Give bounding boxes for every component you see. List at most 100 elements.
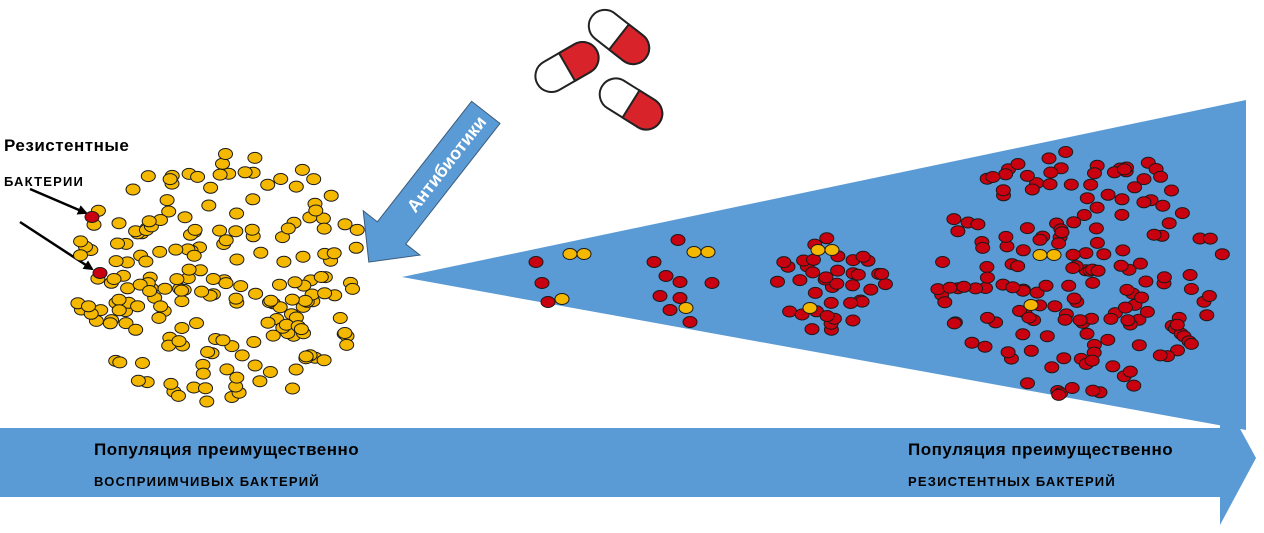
left-caption-line1: Популяция преимущественно [94,440,360,459]
resistant-bacterium [1010,260,1026,273]
susceptible-bacterium [112,356,128,369]
resistant-bacterium [1015,328,1031,341]
resistant-bacterium [1051,237,1067,250]
susceptible-bacterium [285,382,300,395]
resistant-bacterium [704,277,720,289]
resistant-bacterium [1042,178,1058,191]
susceptible-bacterium [203,181,219,194]
resistant-bacterium [776,256,792,269]
resistant-bacterium [1127,181,1143,194]
susceptible-bacterium [284,293,300,306]
susceptible-bacterium [142,285,158,297]
susceptible-bacterium [130,300,146,313]
susceptible-bacterium [152,245,168,258]
resistant-bacterium [964,336,980,349]
susceptible-bacterium [186,249,202,262]
resistant-bacterium [1131,339,1147,352]
susceptible-bacterium [316,354,332,367]
resistant-bacterium [646,256,662,268]
resistant-bacterium [1161,217,1177,230]
susceptible-bacterium [1032,249,1048,261]
resistant-bacterium [1065,262,1081,274]
susceptible-bacterium [205,273,221,285]
resistant-bacterium [1057,313,1073,326]
susceptible-bacterium [263,294,279,307]
resistant-bacterium [1119,283,1135,296]
susceptible-bacterium [199,395,215,408]
timeline-arrow [0,392,1256,525]
resistant-bacterium [1085,276,1101,289]
susceptible-bacterium [212,224,228,237]
susceptible-bacterium [177,211,193,224]
resistant-bacterium [1117,301,1133,314]
susceptible-bacterium [280,222,296,235]
susceptible-bacterium [308,204,324,217]
susceptible-bacterium [265,329,281,342]
resistant-bacterium [1155,199,1171,212]
resistant-bacterium [979,261,995,273]
susceptible-bacterium [187,223,203,236]
resistant-bacterium [1056,352,1072,365]
resistant-bacterium [1047,300,1063,313]
resistant-bacterium [1182,269,1198,281]
susceptible-bacterium [201,199,217,212]
pill-icon [587,8,651,66]
susceptible-bacterium [190,170,206,183]
susceptible-bacterium [678,302,694,314]
susceptible-bacterium [332,312,348,324]
susceptible-bacterium [212,168,228,181]
susceptible-bacterium [168,243,184,256]
resistant-bacterium [1066,292,1082,305]
resistant-bacterium [935,256,951,268]
resistant-bacterium [1019,222,1035,235]
resistant-bacterium [1072,314,1088,327]
resistant-bacterium [1005,281,1021,294]
susceptible-bacterium [237,166,253,179]
pill-icon [598,77,664,131]
resistant-bacterium [1088,222,1104,235]
susceptible-bacterium [1046,249,1062,261]
susceptible-bacterium [181,263,197,276]
resistant-bacterium [1113,259,1129,272]
susceptible-bacterium [81,300,96,313]
resistant-bacterium [1122,365,1138,378]
left-caption-line2: восприимчивых бактерий [94,474,320,489]
susceptible-bacterium [159,194,175,207]
susceptible-bacterium [125,183,141,196]
susceptible-bacterium [348,241,364,254]
susceptible-bacterium [171,335,187,348]
susceptible-bacterium [174,322,190,334]
resistant-bacterium [874,268,890,280]
resistant-bacterium [1183,283,1199,295]
susceptible-bacterium [218,148,233,160]
resistant-bacterium [1061,279,1077,292]
resistant-bacterium [1079,192,1095,205]
susceptible-bacterium [229,371,245,384]
susceptible-bacterium [294,163,310,176]
resistant-bacterium [1139,305,1155,318]
resistant-bacterium [1156,271,1172,284]
susceptible-bacterium [260,316,276,329]
resistant-bacterium [1078,247,1094,260]
susceptible-bacterium [824,244,840,256]
resistant-bacterium [1079,327,1095,340]
susceptible-bacterium [323,189,339,202]
susceptible-bacterium [118,317,134,330]
susceptible-bacterium [111,304,127,317]
resistant-bacterium [818,271,834,284]
resistant-bacterium [672,292,688,304]
resistant-bacterium [1000,346,1016,359]
resistant-bacterium [658,270,674,282]
resistant-bacterium [998,168,1014,181]
resistant-bacterium [1089,236,1105,249]
pointer-arrow [29,187,88,215]
resistant-bacterium [1103,312,1119,325]
resistant-bacterium [805,266,821,279]
susceptible-bacterium [110,237,125,250]
susceptible-bacterium [135,357,150,369]
susceptible-bacterium [233,280,249,293]
susceptible-bacterium [111,293,127,306]
resistant-bacterium [1066,216,1082,229]
resistant-subtitle: бактерии [4,174,85,189]
